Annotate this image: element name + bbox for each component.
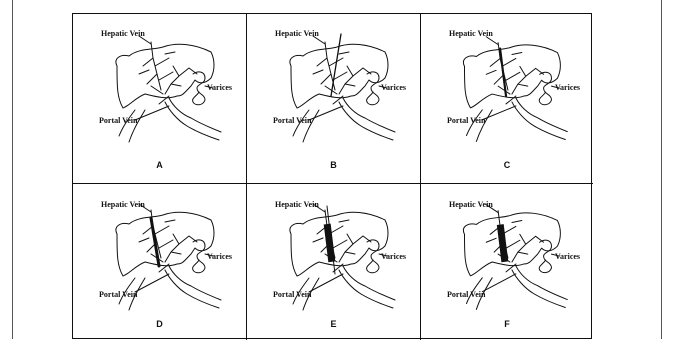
ivc (119, 110, 145, 142)
hepatic-vein-label: Hepatic Vein (275, 201, 319, 209)
liver-diagram (73, 14, 247, 184)
panel-letter: B (247, 160, 420, 170)
panel-letter: D (73, 319, 246, 329)
liver-diagram (421, 14, 593, 184)
hepatic-vein-label: Hepatic Vein (101, 30, 145, 38)
panel-letter: C (421, 160, 593, 170)
liver-diagram (247, 14, 421, 184)
hepatic-vein-label: Hepatic Vein (101, 201, 145, 209)
pointer-portal (309, 274, 343, 292)
pointer-portal (135, 274, 169, 292)
varices-coil (367, 72, 379, 105)
pointer-portal (309, 106, 343, 120)
portal-vein-trunk (339, 98, 395, 140)
balloon-catheter (151, 218, 159, 266)
hepatic-vein-label: Hepatic Vein (275, 30, 319, 38)
portal-vein-trunk (512, 98, 567, 140)
outer-rule-left (12, 0, 13, 339)
ivc (293, 110, 319, 142)
liver-diagram (73, 184, 247, 340)
hepatic-vein (313, 42, 349, 90)
varices-label: Varices (381, 84, 406, 92)
portal-vein-label: Portal Vein (273, 291, 311, 299)
varices-label: Varices (381, 253, 406, 261)
stent (324, 224, 336, 263)
varices-coil (367, 240, 379, 273)
portal-vein-label: Portal Vein (447, 117, 485, 125)
varices-label: Varices (555, 84, 580, 92)
portal-vein-label: Portal Vein (273, 117, 311, 125)
portal-vein-trunk (165, 98, 221, 140)
liver-diagram (247, 184, 421, 340)
panel-d: Hepatic Vein Varices Portal Vein D (73, 184, 247, 340)
varices-coil (539, 72, 551, 104)
panel-b: Hepatic Vein Varices Portal Vein B (247, 14, 421, 184)
portal-vein-label: Portal Vein (447, 291, 485, 299)
varices-coil (193, 72, 205, 105)
panel-letter: E (247, 319, 420, 329)
panel-e: Hepatic Vein Varices Portal Vein E (247, 184, 421, 340)
liver-diagram (421, 184, 593, 340)
varices-coil (193, 240, 205, 273)
pointer-portal (482, 274, 516, 292)
tips-diagram-grid: Hepatic Vein Varices Portal Vein A Hepat… (72, 13, 592, 339)
panel-letter: A (73, 160, 246, 170)
portal-branches (151, 66, 197, 104)
pointer-portal (482, 106, 516, 120)
portal-vein-trunk (512, 266, 567, 308)
portal-vein-label: Portal Vein (99, 291, 137, 299)
panel-letter: F (421, 319, 593, 329)
portal-vein-trunk (339, 266, 395, 308)
hepatic-vein (139, 42, 175, 90)
portal-vein-trunk (165, 266, 221, 308)
panel-a: Hepatic Vein Varices Portal Vein A (73, 14, 247, 184)
stent (497, 224, 508, 262)
portal-branches (325, 66, 371, 104)
portal-vein-label: Portal Vein (99, 117, 137, 125)
hepatic-vein-label: Hepatic Vein (449, 201, 493, 209)
pointer-portal (135, 106, 169, 120)
ivc (466, 110, 492, 142)
varices-label: Varices (207, 84, 232, 92)
varices-label: Varices (555, 253, 580, 261)
varices-coil (539, 240, 551, 272)
panel-c: Hepatic Vein Varices Portal Vein C (421, 14, 593, 184)
varices-label: Varices (207, 253, 232, 261)
needle (331, 34, 341, 96)
hepatic-vein-label: Hepatic Vein (449, 30, 493, 38)
panel-f: Hepatic Vein Varices Portal Vein F (421, 184, 593, 340)
outer-rule-right (661, 0, 662, 339)
